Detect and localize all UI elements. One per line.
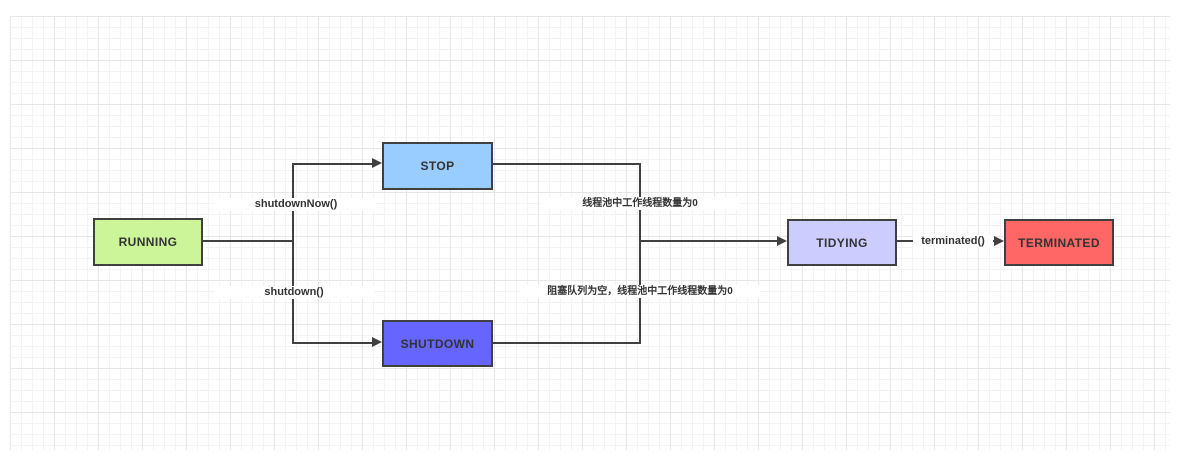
grid-background [10,16,1170,450]
edge-label-stop-to-tidying: 线程池中工作线程数量为0 [540,197,740,210]
arrowhead-into-stop-icon [372,158,382,168]
edge-merge-to-tidying [641,240,777,242]
state-node-terminated-label: TERMINATED [1018,235,1100,250]
state-node-tidying: TIDYING [787,219,897,266]
state-node-stop-label: STOP [420,159,455,173]
state-node-shutdown: SHUTDOWN [382,320,493,367]
state-node-shutdown-label: SHUTDOWN [400,336,475,351]
edge-shutdown-to-merge [493,342,640,344]
edge-branch-to-shutdown [294,342,372,344]
arrowhead-into-terminated-icon [994,236,1004,246]
state-node-terminated: TERMINATED [1004,219,1114,266]
edge-running-to-branch [203,240,293,242]
state-node-running: RUNNING [93,218,203,266]
edge-merge-vertical [639,163,641,344]
edge-branch-to-stop [294,163,372,165]
edge-branch-vertical [292,163,294,344]
state-node-running-label: RUNNING [118,235,178,249]
edge-label-terminated-call: terminated() [913,235,993,248]
state-node-tidying-label: TIDYING [816,235,868,250]
state-node-stop: STOP [382,142,493,190]
arrowhead-into-tidying-icon [777,236,787,246]
edge-label-shutdownnow: shutdownNow() [216,198,376,211]
edge-label-shutdown-to-tidying: 阻塞队列为空，线程池中工作线程数量为0 [520,285,760,298]
edge-label-shutdown: shutdown() [214,286,374,299]
arrowhead-into-shutdown-icon [372,337,382,347]
edge-stop-to-merge [493,163,640,165]
